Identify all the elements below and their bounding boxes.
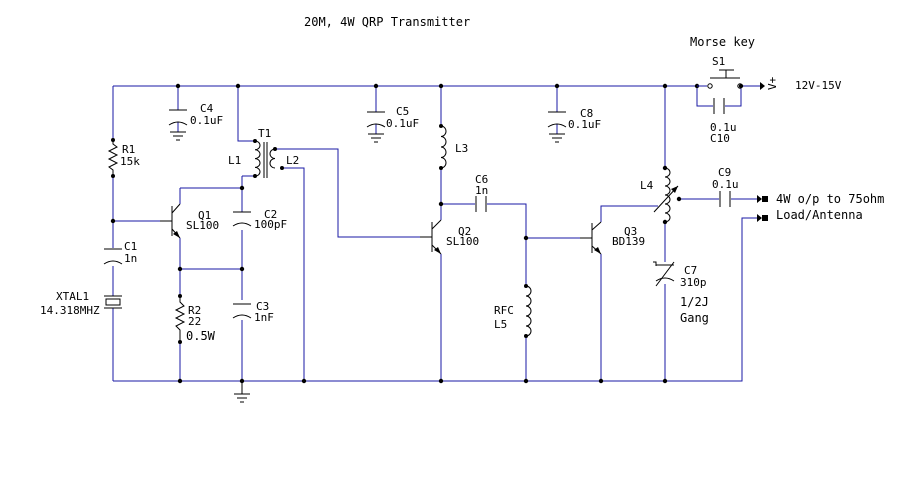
c7-value: 310p xyxy=(680,276,707,289)
output-terminals: 4W o/p to 75ohm Load/Antenna xyxy=(757,192,884,222)
l5-ref: L5 xyxy=(494,318,507,331)
resistor-r2: R2 22 0.5W xyxy=(174,296,216,343)
c5-value: 0.1uF xyxy=(386,117,419,130)
t1-ref: T1 xyxy=(258,127,271,140)
l5-type: RFC xyxy=(494,304,514,317)
capacitor-c10: 0.1u C10 xyxy=(710,98,737,145)
xtal1-ref: XTAL1 xyxy=(56,290,89,303)
c1-value: 1n xyxy=(124,252,137,265)
capacitor-c7: C7 310p 1/2J Gang xyxy=(653,261,709,325)
l2-ref: L2 xyxy=(286,154,299,167)
c9-ref: C9 xyxy=(718,166,731,179)
inductor-l3: L3 xyxy=(440,125,468,169)
transistor-q2: Q2 SL100 xyxy=(420,219,479,255)
supply-voltage-label: 12V-15V xyxy=(795,79,842,92)
transistor-q1: Q1 SL100 xyxy=(160,203,219,239)
l4-ref: L4 xyxy=(640,179,654,192)
transformer-t1: T1 L1 L2 xyxy=(228,127,299,178)
capacitor-c6: C6 1n xyxy=(475,173,488,212)
c8-value: 0.1uF xyxy=(568,118,601,131)
morse-key-label: Morse key xyxy=(690,35,755,49)
wires xyxy=(112,85,760,382)
transistor-q3: Q3 BD139 xyxy=(580,221,645,255)
capacitor-c9: C9 0.1u xyxy=(712,166,739,207)
c4-ref: C4 xyxy=(200,102,214,115)
c9-value: 0.1u xyxy=(712,178,739,191)
r1-value: 15k xyxy=(120,155,140,168)
l3-ref: L3 xyxy=(455,142,468,155)
supply-terminal: V+ 12V-15V xyxy=(760,76,842,92)
c3-ref: C3 xyxy=(256,300,269,313)
c4-value: 0.1uF xyxy=(190,114,223,127)
diagram-title: 20M, 4W QRP Transmitter xyxy=(304,15,470,29)
capacitor-c3: C3 1nF xyxy=(232,300,274,324)
s1-ref: S1 xyxy=(712,55,725,68)
c3-value: 1nF xyxy=(254,311,274,324)
c5-ref: C5 xyxy=(396,105,409,118)
r2-value: 22 xyxy=(188,315,201,328)
r2-power: 0.5W xyxy=(186,329,216,343)
output-label-line1: 4W o/p to 75ohm xyxy=(776,192,884,206)
ground-icon xyxy=(234,381,250,403)
q1-value: SL100 xyxy=(186,219,219,232)
resistor-r1: R1 15k xyxy=(107,140,140,176)
inductor-l5: RFC L5 xyxy=(494,285,532,337)
inductor-l4: L4 xyxy=(640,167,679,223)
ground-icon xyxy=(170,131,186,141)
c6-value: 1n xyxy=(475,184,488,197)
c2-ref: C2 xyxy=(264,208,277,221)
q2-value: SL100 xyxy=(446,235,479,248)
capacitor-c2: C2 100pF xyxy=(232,208,287,231)
l1-ref: L1 xyxy=(228,154,241,167)
xtal1-value: 14.318MHZ xyxy=(40,304,100,317)
c7-gang-label: Gang xyxy=(680,311,709,325)
r1-ref: R1 xyxy=(122,143,135,156)
q3-ref: Q3 xyxy=(624,225,637,238)
c10-ref: C10 xyxy=(710,132,730,145)
crystal-xtal1: XTAL1 14.318MHZ xyxy=(40,290,122,317)
c10-value: 0.1u xyxy=(710,121,737,134)
supply-symbol: V+ xyxy=(766,76,779,90)
c8-ref: C8 xyxy=(580,107,593,120)
capacitor-c8: C8 0.1uF xyxy=(547,107,601,131)
c6-ref: C6 xyxy=(475,173,488,186)
c2-value: 100pF xyxy=(254,218,287,231)
output-label-line2: Load/Antenna xyxy=(776,208,863,222)
q1-ref: Q1 xyxy=(198,209,211,222)
morse-key-s1: Morse key S1 xyxy=(690,35,755,89)
c1-ref: C1 xyxy=(124,240,137,253)
ground-icon xyxy=(549,133,565,143)
c7-ref: C7 xyxy=(684,264,697,277)
q2-ref: Q2 xyxy=(458,225,471,238)
ground-icon xyxy=(368,133,384,143)
c7-gang-type: 1/2J xyxy=(680,295,709,309)
capacitor-c4: C4 0.1uF xyxy=(168,102,223,127)
capacitor-c5: C5 0.1uF xyxy=(366,105,419,130)
capacitor-c1: C1 1n xyxy=(103,240,137,265)
q3-value: BD139 xyxy=(612,235,645,248)
r2-ref: R2 xyxy=(188,304,201,317)
